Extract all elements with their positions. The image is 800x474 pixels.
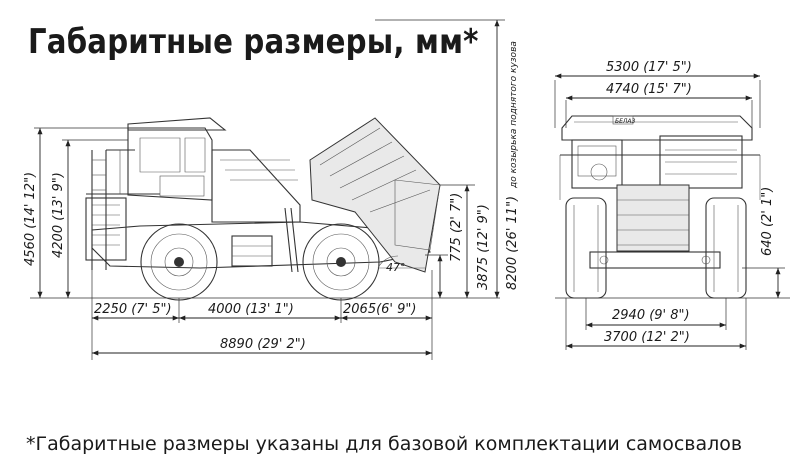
- fuel-tank: [231, 235, 273, 267]
- height-body-rear-label: 3875 (12' 9"): [476, 204, 491, 290]
- rear-overhang-label: 2065(6' 9"): [343, 302, 416, 317]
- front-badge-text: БЕЛАЗ: [615, 118, 636, 125]
- front-cab: [571, 139, 623, 189]
- height-raised-label: 8200 (26' 11"): [505, 196, 520, 290]
- front-wheel: [140, 223, 218, 301]
- body-support: [211, 149, 301, 223]
- body-width-label: 4740 (15' 7"): [606, 82, 692, 97]
- angle-label: 47°: [386, 261, 406, 274]
- hoist-cylinder: [284, 207, 293, 273]
- wheelbase-label: 4000 (13' 1"): [208, 302, 294, 317]
- track-width-label: 2940 (9' 8"): [612, 308, 690, 323]
- height-raised-note: до козырька поднятого кузова: [509, 41, 519, 189]
- front-overhang-label: 2250 (7' 5"): [94, 302, 172, 317]
- overall-width-label: 5300 (17' 5"): [606, 60, 692, 75]
- raised-dump-body: [309, 117, 441, 273]
- tyre-width-label: 3700 (12' 2"): [604, 330, 690, 345]
- cab: [127, 127, 213, 201]
- side-view-truck: [30, 117, 500, 301]
- front-right-tyre: [705, 197, 747, 299]
- front-left-tyre: [565, 197, 607, 299]
- footnote: *Габаритные размеры указаны для базовой …: [26, 433, 743, 455]
- height-overall-label: 4560 (14' 12"): [23, 172, 38, 266]
- fan-icon: [590, 163, 608, 181]
- front-bumper: [589, 251, 721, 269]
- overall-length-label: 8890 (29' 2"): [220, 337, 306, 352]
- cab-window: [139, 137, 181, 173]
- front-view-truck: БЕЛАЗ: [555, 115, 790, 299]
- height-clearance-label: 775 (2' 7"): [449, 193, 464, 262]
- page-title: Габаритные размеры, мм*: [28, 22, 479, 62]
- front-platform: [659, 135, 743, 189]
- height-cab-label: 4200 (13' 9"): [51, 172, 66, 258]
- ground-clearance-label: 640 (2' 1"): [760, 187, 775, 256]
- front-radiator: [616, 184, 690, 252]
- front-badge: [612, 115, 634, 125]
